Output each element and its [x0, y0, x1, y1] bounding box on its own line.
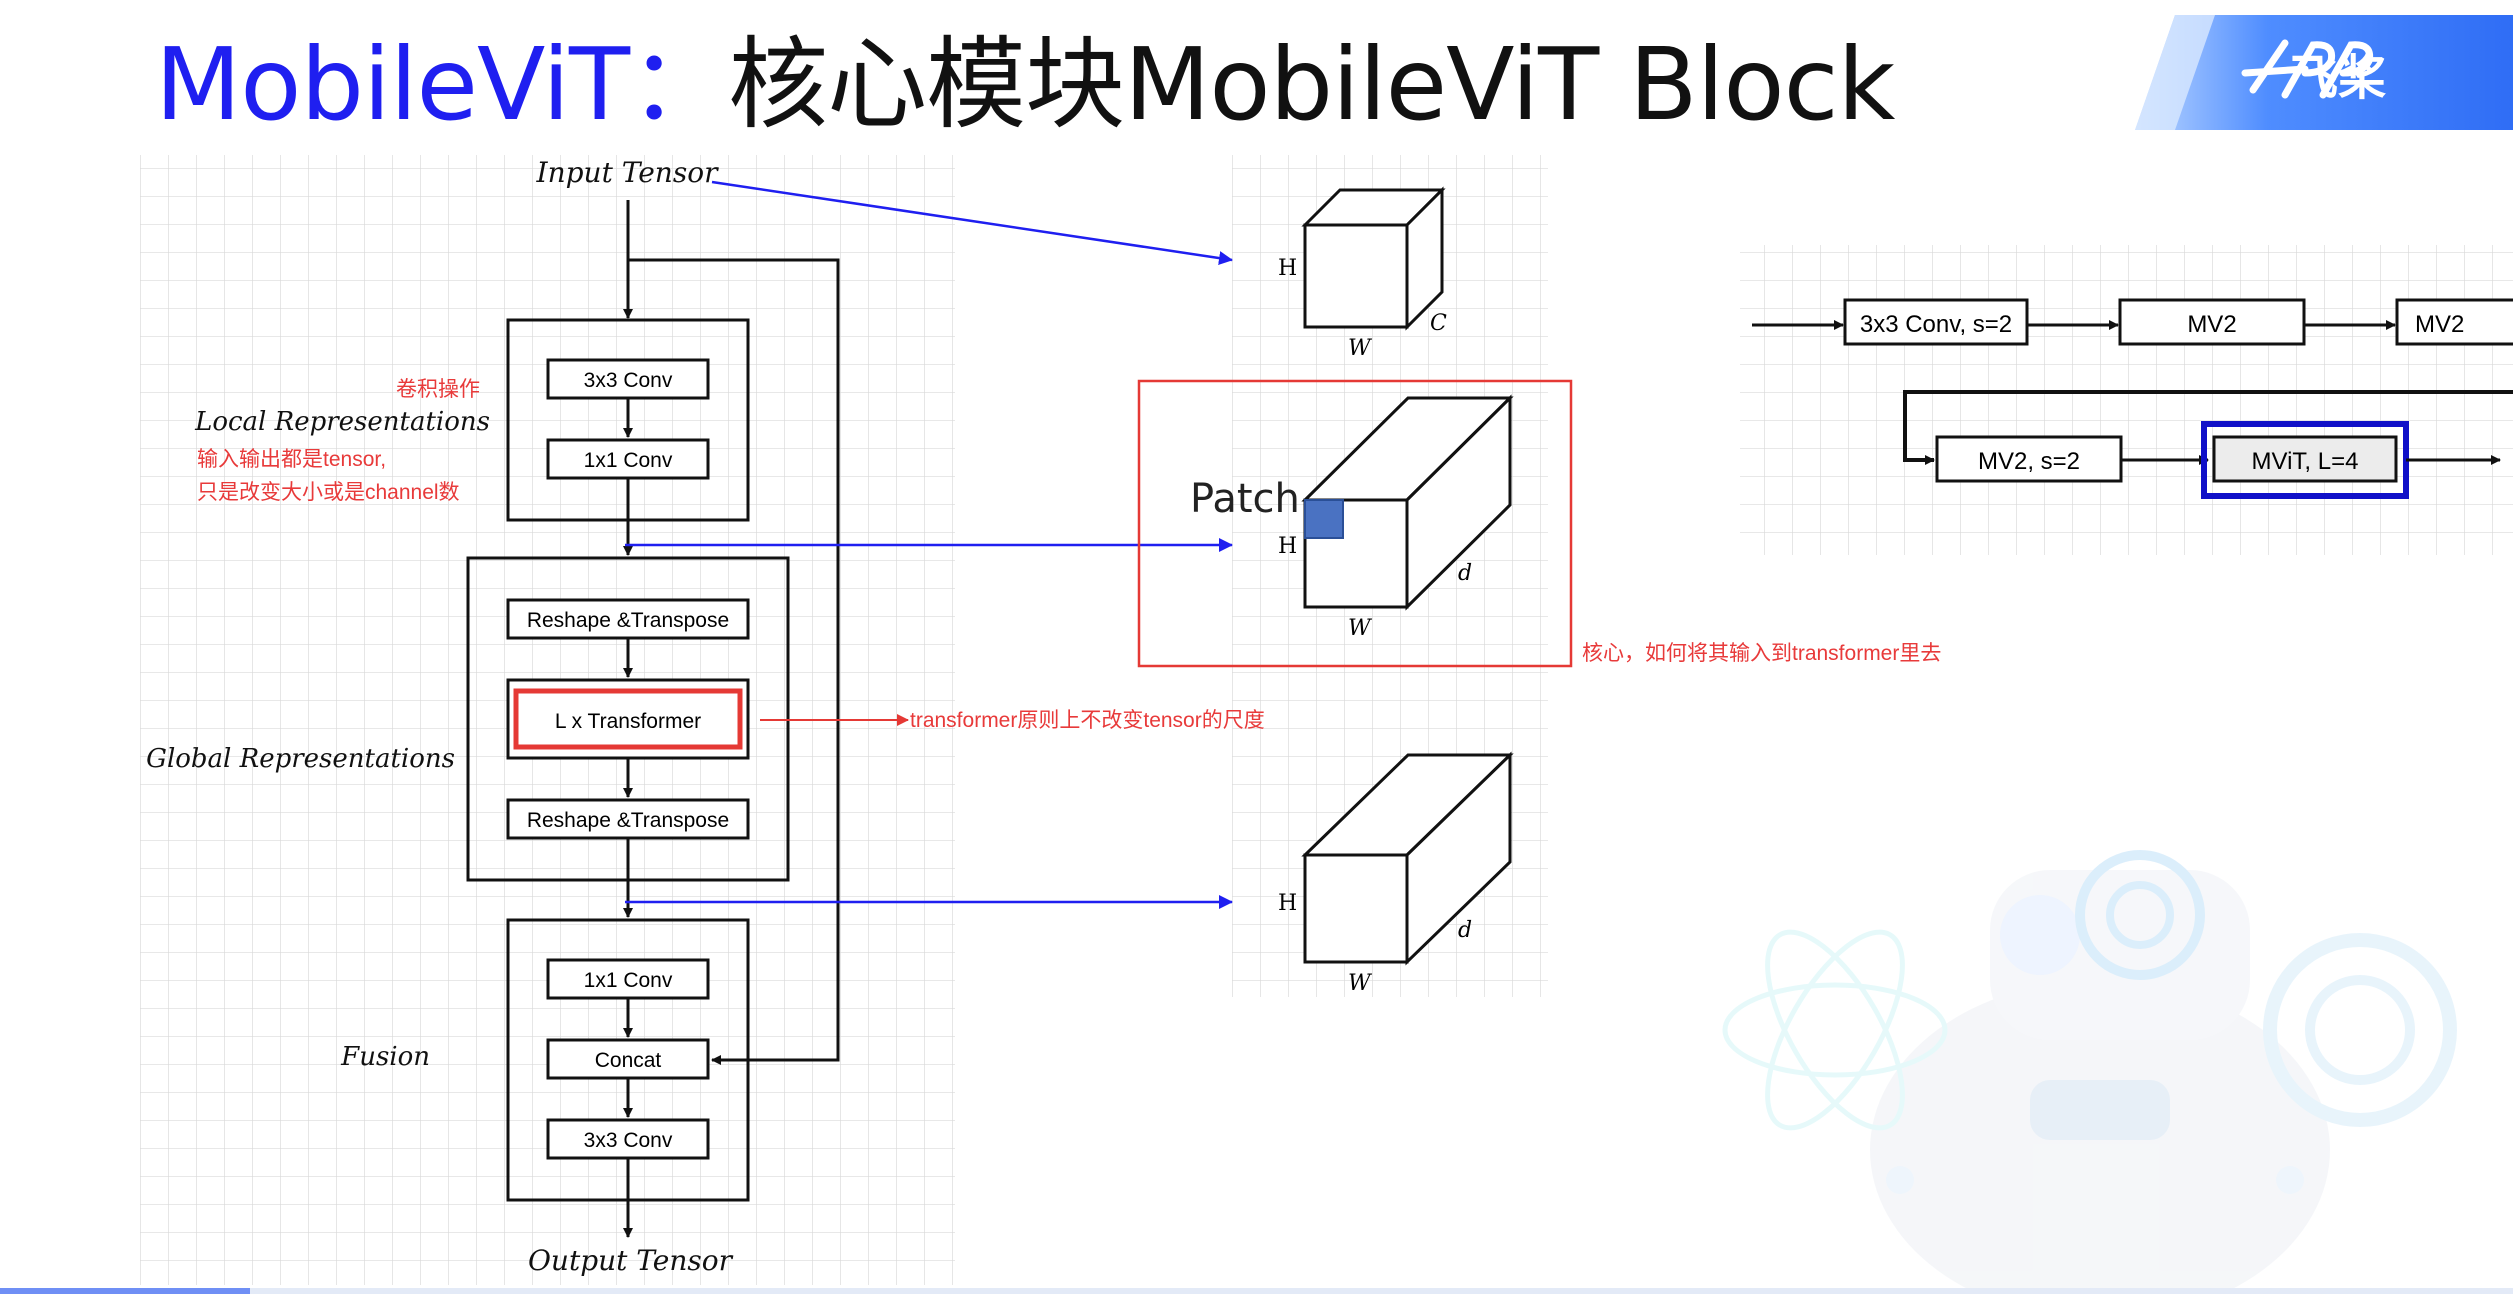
- output-tensor-cube: [1301, 751, 1514, 966]
- conv1-top-label: 1x1 Conv: [584, 449, 673, 472]
- concat-box: [546, 1038, 710, 1080]
- note-conv-op: 卷积操作: [396, 378, 480, 401]
- row2-box-2: [2212, 435, 2398, 483]
- cube2-d-label: d: [1458, 561, 1472, 586]
- conv3-bottom-label: 3x3 Conv: [584, 1129, 673, 1152]
- input-to-tensor-arrow: [711, 180, 1233, 265]
- conv3-top-label: 3x3 Conv: [584, 369, 673, 392]
- mobilevit-block-diagram: Input Tensor 3x3 Conv 1x1 Conv Reshape &…: [146, 156, 840, 1277]
- cube1-w-label: W: [1348, 336, 1373, 361]
- row1-box-3-label: MV2: [2415, 311, 2464, 338]
- cube3-h-label: H: [1278, 891, 1297, 916]
- reshape-top-label: Reshape &Transpose: [527, 609, 729, 632]
- logo-badge: [2135, 15, 2513, 130]
- concat-label: Concat: [595, 1049, 662, 1072]
- row2-box-2-label: MViT, L=4: [2252, 448, 2359, 475]
- row1-box-2: [2118, 298, 2306, 346]
- local-representations-label: Local Representations: [194, 407, 490, 437]
- cube1-h-label: H: [1278, 256, 1297, 281]
- note-io-line1: 输入输出都是tensor,: [197, 448, 386, 471]
- title-zh: 核心模块: [728, 26, 1125, 143]
- bottom-accent: [0, 1288, 250, 1294]
- row2-box-1-label: MV2, s=2: [1978, 448, 2080, 475]
- input-tensor-label: Input Tensor: [536, 156, 720, 189]
- reshape-bottom-label: Reshape &Transpose: [527, 809, 729, 832]
- cube3-d-label: d: [1458, 918, 1472, 943]
- cube2-w-label: W: [1348, 616, 1373, 641]
- logo-text: 飞桨: [2290, 50, 2387, 106]
- page-title: MobileViT：核心模块MobileViT Block: [155, 20, 1895, 150]
- conv1-bottom-label: 1x1 Conv: [584, 969, 673, 992]
- reshape-top-box: [506, 598, 750, 640]
- note-core: 核心，如何将其输入到transformer里去: [1582, 642, 1941, 665]
- fusion-label: Fusion: [340, 1042, 430, 1072]
- patch-highlight-frame: [1137, 379, 1573, 668]
- reshape-bottom-box: [506, 798, 750, 840]
- cube1-c-label: C: [1430, 311, 1447, 336]
- cube2-h-label: H: [1278, 534, 1297, 559]
- skip-connection: [628, 258, 840, 1065]
- right-grid: [1740, 245, 2513, 555]
- input-tensor-cube: [1301, 186, 1446, 331]
- patch-square: [1304, 499, 1344, 539]
- robot-watermark: [1722, 850, 2457, 1294]
- title-separator: ：: [629, 26, 729, 143]
- title-en2: MobileViT Block: [1124, 26, 1895, 143]
- patch-label: Patch: [1190, 476, 1300, 522]
- global-representations-label: Global Representations: [146, 744, 455, 774]
- note-transformer: transformer原则上不改变tensor的尺度: [910, 709, 1265, 732]
- row1-box-3: [2395, 298, 2513, 346]
- title-en: MobileViT: [155, 26, 630, 143]
- paddle-logo-icon: [2241, 39, 2374, 99]
- bottom-strip: [250, 1288, 2513, 1294]
- row1-box-1: [1843, 298, 2029, 346]
- output-tensor-label: Output Tensor: [528, 1244, 734, 1277]
- cube3-w-label: W: [1348, 971, 1373, 996]
- architecture-snippet: 3x3 Conv, s=2 MV2 MV2 MV2, s=2 MViT, L=4: [1752, 298, 2513, 499]
- row1-box-2-label: MV2: [2187, 311, 2236, 338]
- transformer-label: L x Transformer: [555, 710, 701, 733]
- transformer-highlight-box: [513, 688, 743, 750]
- note-io-line2: 只是改变大小或是channel数: [197, 481, 460, 504]
- row1-box-1-label: 3x3 Conv, s=2: [1860, 311, 2012, 338]
- wrap-connector: [1903, 390, 2513, 465]
